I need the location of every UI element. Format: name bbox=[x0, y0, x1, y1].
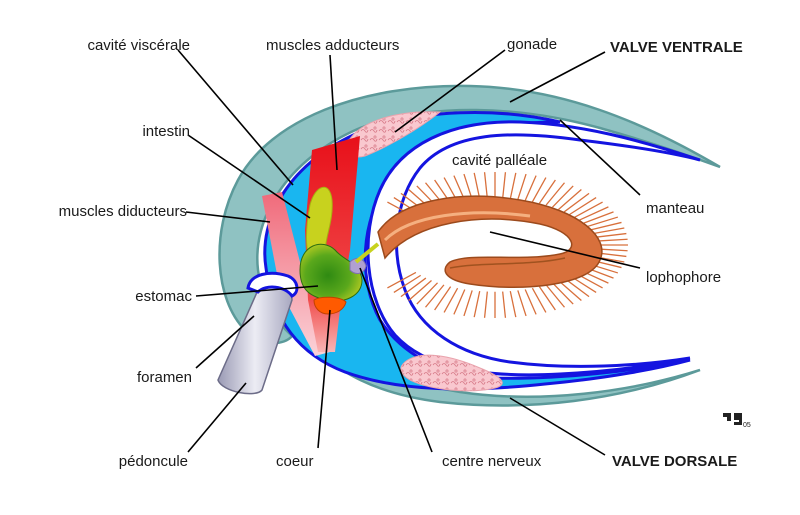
heart bbox=[313, 296, 347, 315]
label-cavite-palleale: cavité palléale bbox=[452, 152, 547, 169]
label-manteau: manteau bbox=[646, 200, 704, 217]
leader-lines bbox=[177, 49, 641, 456]
label-centre-nerveux: centre nerveux bbox=[442, 453, 542, 470]
lophophore bbox=[377, 172, 628, 318]
gonad-dorsal bbox=[400, 354, 503, 392]
nerve-centre bbox=[349, 258, 367, 274]
label-estomac: estomac bbox=[135, 288, 192, 305]
label-pedoncule: pédoncule bbox=[119, 453, 188, 470]
oesophagus bbox=[354, 242, 380, 264]
label-muscles-diducteurs: muscles diducteurs bbox=[59, 203, 187, 220]
label-valve-dorsale: VALVE DORSALE bbox=[612, 453, 737, 470]
label-coeur: coeur bbox=[276, 453, 314, 470]
label-cavite-viscerale: cavité viscérale bbox=[87, 37, 190, 54]
mantle-cavity bbox=[366, 120, 701, 377]
label-valve-ventrale: VALVE VENTRALE bbox=[610, 39, 743, 56]
label-lophophore: lophophore bbox=[646, 269, 721, 286]
label-muscles-adducteurs: muscles adducteurs bbox=[266, 37, 399, 54]
signature-year: 05 bbox=[743, 422, 751, 429]
author-signature: 05 bbox=[723, 413, 751, 429]
label-foramen: foramen bbox=[137, 369, 192, 386]
label-intestin: intestin bbox=[142, 123, 190, 140]
label-gonade: gonade bbox=[507, 36, 557, 53]
